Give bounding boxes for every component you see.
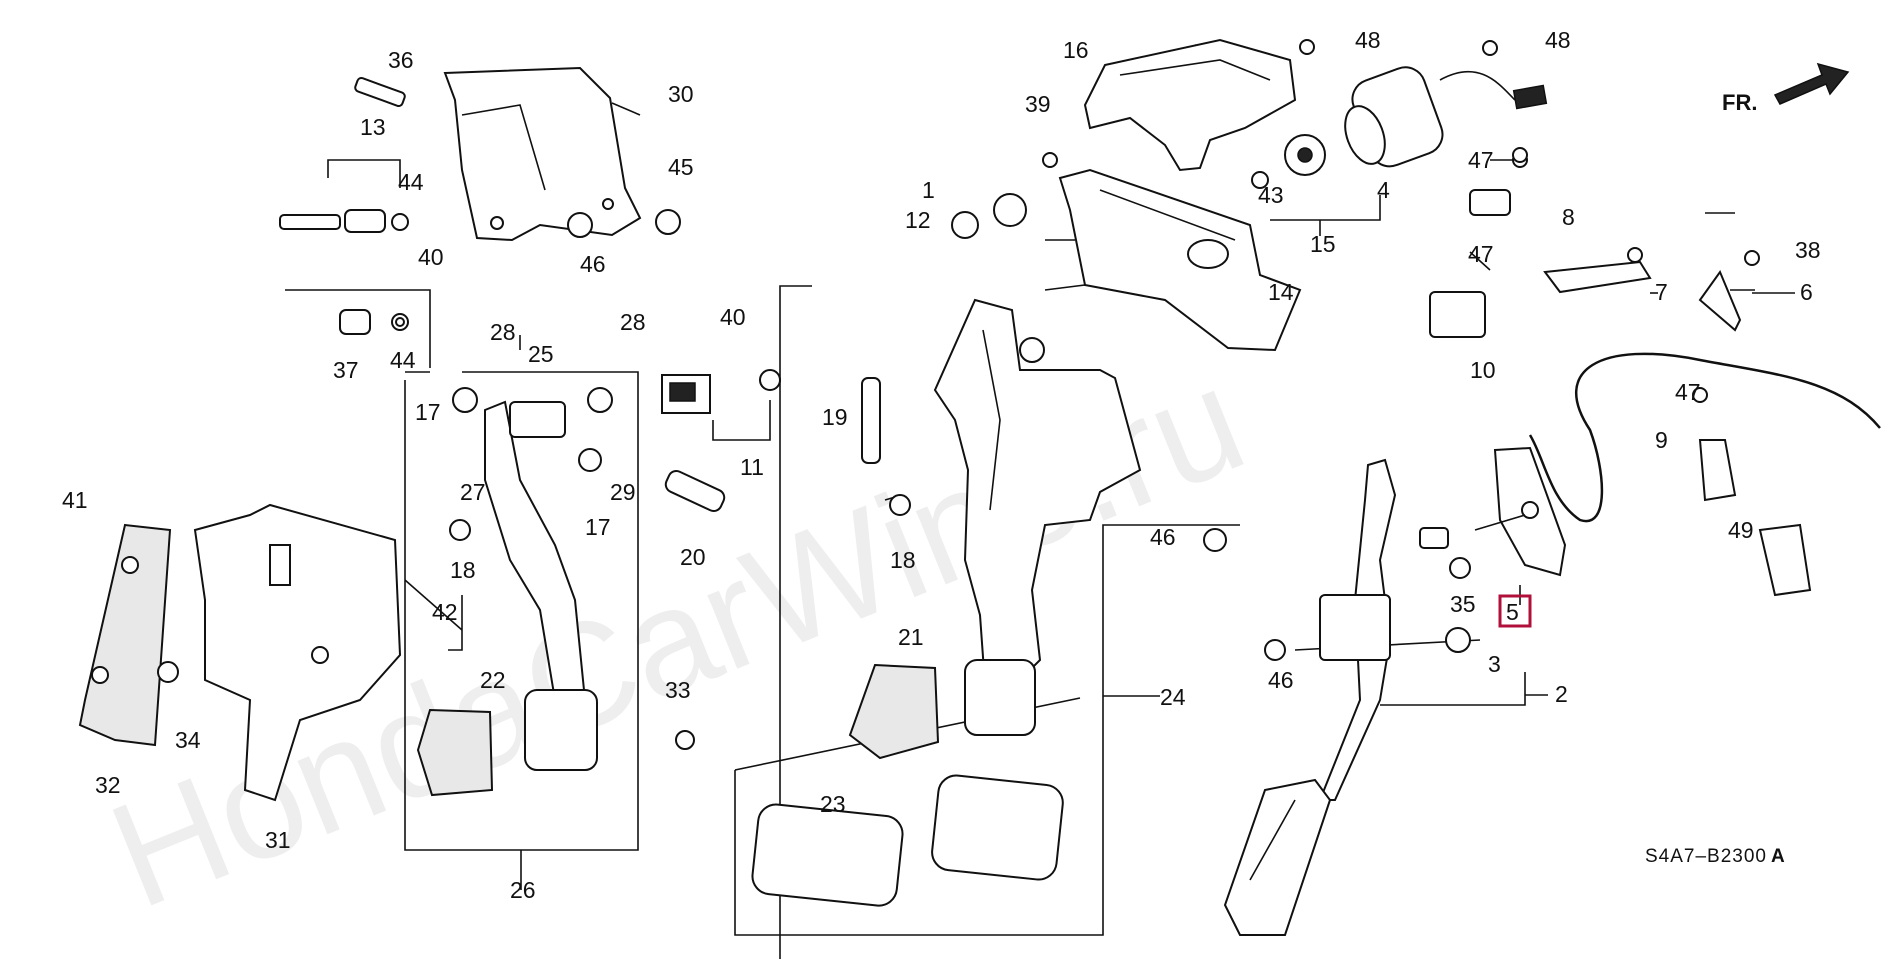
- part-label-47: 47: [1468, 241, 1494, 267]
- part-label-37: 37: [333, 357, 359, 383]
- highlight-box: [1498, 594, 1532, 628]
- part-label-4: 4: [1377, 177, 1390, 203]
- part-label-23: 23: [820, 791, 846, 817]
- part-label-3: 3: [1488, 651, 1501, 677]
- brake-pedal-26: [484, 400, 598, 771]
- part-label-27: 27: [460, 479, 486, 505]
- part-label-46: 46: [1150, 524, 1176, 550]
- part-label-18: 18: [890, 547, 916, 573]
- part-label-47: 47: [1468, 147, 1494, 173]
- part-label-17: 17: [585, 514, 611, 540]
- part-label-46: 46: [580, 251, 606, 277]
- part-label-48: 48: [1355, 27, 1381, 53]
- part-label-43: 43: [1258, 182, 1284, 208]
- part-label-44: 44: [390, 347, 416, 373]
- part-label-21: 21: [898, 624, 924, 650]
- part-label-13: 13: [360, 114, 386, 140]
- throttle-cable-5: [1419, 352, 1881, 577]
- cover-16: [1083, 38, 1297, 172]
- accelerator-pedal-2: [1223, 458, 1397, 936]
- part-label-40: 40: [720, 304, 746, 330]
- front-direction-indicator: FR.: [1722, 62, 1850, 115]
- part-label-38: 38: [1795, 237, 1821, 263]
- part-label-26: 26: [510, 877, 536, 903]
- part-label-42: 42: [432, 599, 458, 625]
- part-label-10: 10: [1470, 357, 1496, 383]
- part-label-28: 28: [490, 319, 516, 345]
- pedal-bracket-30: [443, 66, 642, 242]
- part-label-47: 47: [1675, 379, 1701, 405]
- part-label-19: 19: [822, 404, 848, 430]
- actuator-4: [1284, 66, 1548, 176]
- part-label-1: 1: [922, 177, 935, 203]
- part-label-46: 46: [1268, 667, 1294, 693]
- part-label-30: 30: [668, 81, 694, 107]
- part-label-22: 22: [480, 667, 506, 693]
- part-label-44: 44: [398, 169, 424, 195]
- part-label-36: 36: [388, 47, 414, 73]
- part-label-48: 48: [1545, 27, 1571, 53]
- arrow-right-icon: [1773, 62, 1850, 105]
- plate-32: [78, 523, 172, 747]
- part-label-29: 29: [610, 479, 636, 505]
- part-label-8: 8: [1562, 204, 1575, 230]
- part-label-35: 35: [1450, 591, 1476, 617]
- part-label-9: 9: [1655, 427, 1668, 453]
- bracket-14: [1058, 168, 1302, 352]
- part-label-34: 34: [175, 727, 201, 753]
- part-label-5: 5: [1506, 599, 1519, 625]
- part-label-17: 17: [415, 399, 441, 425]
- part-label-20: 20: [680, 544, 706, 570]
- part-label-41: 41: [62, 487, 88, 513]
- svg-text:FR.: FR.: [1722, 90, 1757, 115]
- part-label-25: 25: [528, 341, 554, 367]
- part-label-45: 45: [668, 154, 694, 180]
- part-label-32: 32: [95, 772, 121, 798]
- small-hardware: [157, 39, 1812, 750]
- clutch-pedal-24: [933, 298, 1142, 736]
- part-label-18: 18: [450, 557, 476, 583]
- part-label-14: 14: [1268, 279, 1294, 305]
- part-label-6: 6: [1800, 279, 1813, 305]
- part-label-24: 24: [1160, 684, 1186, 710]
- part-label-12: 12: [905, 207, 931, 233]
- part-label-33: 33: [665, 677, 691, 703]
- part-label-39: 39: [1025, 91, 1051, 117]
- part-label-28: 28: [620, 309, 646, 335]
- part-label-11: 11: [740, 454, 764, 480]
- part-label-40: 40: [418, 244, 444, 270]
- part-label-31: 31: [265, 827, 291, 853]
- part-label-49: 49: [1728, 517, 1754, 543]
- part-label-2: 2: [1555, 681, 1568, 707]
- panel-31: [193, 503, 402, 802]
- part-label-16: 16: [1063, 37, 1089, 63]
- pedal-pads: [416, 663, 1064, 907]
- part-label-7: 7: [1655, 279, 1668, 305]
- part-label-15: 15: [1310, 231, 1336, 257]
